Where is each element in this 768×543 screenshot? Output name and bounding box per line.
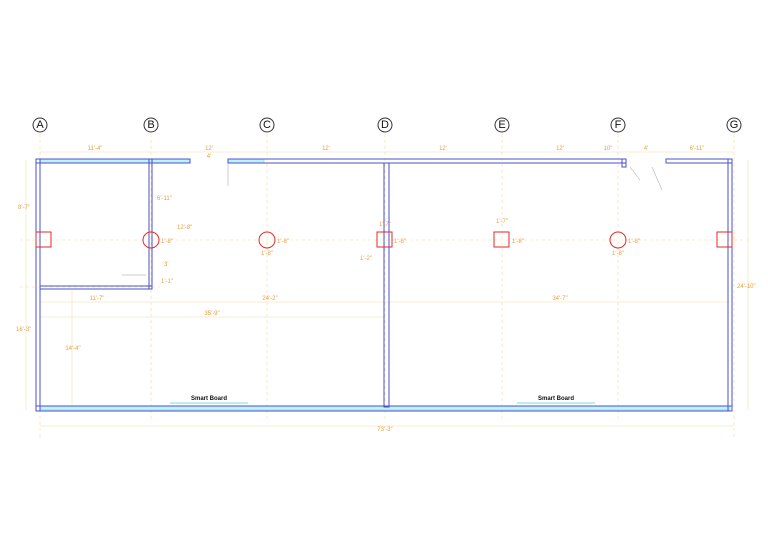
bubble-label-c: C <box>263 119 271 131</box>
column-e <box>493 231 510 248</box>
dim-top-b-c: 12' <box>205 146 213 152</box>
dim-room-total: 35'-9" <box>204 311 219 317</box>
dim-top-e-f: 12' <box>556 146 564 152</box>
dim-left-upper: 8'-7" <box>18 205 30 211</box>
grid-bubbles: A B C D E F G <box>32 117 742 133</box>
wall-left <box>35 158 41 412</box>
dim-f-col: 1'-8" <box>628 239 640 245</box>
dim-b-vert-2: 12'-8" <box>177 225 192 231</box>
bubble-label-g: G <box>730 119 739 131</box>
wall-room-b-vertical <box>148 158 153 290</box>
dim-top-a-b: 11'-4" <box>88 146 103 152</box>
bubble-b <box>143 117 159 133</box>
wall-right <box>727 158 733 412</box>
column-a <box>35 231 52 248</box>
dim-f-col-b: 1'-8" <box>612 251 624 257</box>
dim-b-low: 1'-1" <box>161 279 173 285</box>
wall-top-3 <box>665 158 733 164</box>
column-b <box>142 231 160 249</box>
dim-right-full: 24'-10" <box>737 284 756 290</box>
bubble-label-f: F <box>615 119 622 131</box>
dim-room-w2: 24'-2" <box>262 296 277 302</box>
dim-top-f-b: 4' <box>644 146 648 152</box>
dim-room-h: 14'-4" <box>65 346 80 352</box>
window-top-left <box>39 158 191 164</box>
smart-board-left-label: Smart Board <box>191 396 227 402</box>
bubble-c <box>259 117 275 133</box>
wall-top-2 <box>227 158 627 164</box>
door-top-right <box>629 166 663 191</box>
dim-top-c-d: 12' <box>322 146 330 152</box>
wall-door-stub <box>621 158 627 168</box>
smart-board-right-label: Smart Board <box>538 396 574 402</box>
column-f <box>609 231 627 249</box>
dimension-labels: 11'-4" 12' 4' 12' 12' 12' 10" 4' 6'-11" … <box>16 146 756 433</box>
doors <box>122 163 663 276</box>
bubble-label-b: B <box>147 119 154 131</box>
dim-room-w3: 34'-7" <box>552 296 567 302</box>
column-d <box>376 231 393 248</box>
bubble-e <box>494 117 510 133</box>
dim-b-vert-1: 6'-11" <box>157 196 172 202</box>
bubble-f <box>610 117 626 133</box>
bubble-g <box>726 117 742 133</box>
dim-c-col: 1'-8" <box>277 239 289 245</box>
dim-d-low: 1'-2" <box>360 256 372 262</box>
dim-left-lower: 16'-3" <box>16 327 31 333</box>
dim-d-top: 1'-7" <box>379 222 391 228</box>
dim-b-vert-3: 3' <box>164 262 168 268</box>
bubble-label-d: D <box>381 119 389 131</box>
wall-room-b-horizontal <box>39 285 153 290</box>
bubble-a <box>32 117 48 133</box>
wall-center-divider <box>383 162 390 408</box>
dim-top-f-g: 6'-11" <box>690 146 705 152</box>
dim-b-col: 1'-8" <box>161 239 173 245</box>
dimension-lines <box>25 151 749 427</box>
bubble-label-e: E <box>498 119 505 131</box>
smart-boards: Smart Board Smart Board <box>170 396 595 404</box>
dim-room-w1: 11'-7" <box>90 296 105 302</box>
dim-d-col: 1'-8" <box>394 239 406 245</box>
dim-top-f-a: 10" <box>604 146 613 152</box>
dim-bottom-total: 73'-3" <box>377 427 392 433</box>
columns <box>35 231 733 249</box>
column-c <box>258 231 276 249</box>
column-g <box>716 231 733 248</box>
bubble-label-a: A <box>36 119 44 131</box>
wall-top-1 <box>35 158 191 164</box>
dim-e-col: 1'-8" <box>512 239 524 245</box>
window-top-mid <box>227 158 265 164</box>
dim-c-col-b: 1'-8" <box>261 251 273 257</box>
bubble-d <box>377 117 393 133</box>
dim-top-b-c-sub: 4' <box>207 154 211 160</box>
dim-e-top: 1'-7" <box>496 219 508 225</box>
walls <box>35 158 733 412</box>
grid-lines <box>20 134 750 440</box>
dim-top-d-e: 12' <box>439 146 447 152</box>
